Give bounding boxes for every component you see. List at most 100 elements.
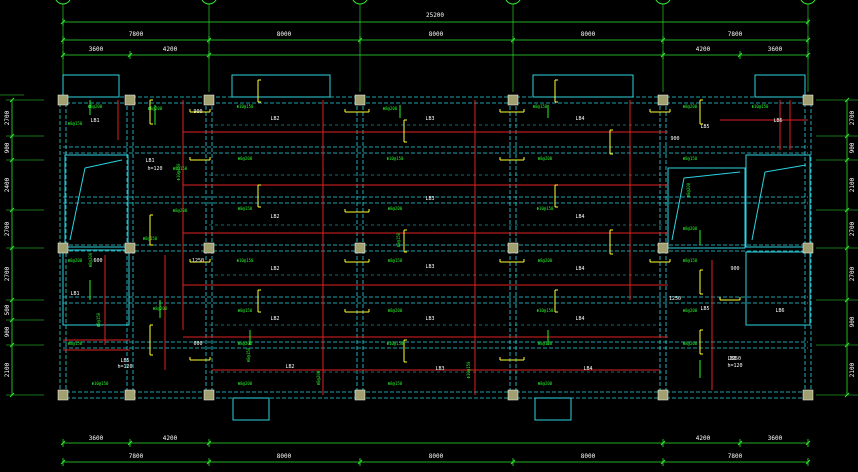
rebar-label: Φ8@150 [388,381,403,386]
rebar-label: Φ8@150 [68,121,83,126]
dim-text-vertical: 2100 [849,362,856,377]
rebar-label: Φ10@150 [752,104,769,109]
top-protrusion [754,74,806,98]
rebar-label: Φ8@150 [173,166,188,171]
column [657,242,669,254]
dim-slash [844,342,850,348]
rebar-label: Φ8@200 [316,370,321,385]
column [802,94,814,106]
dim-slash [9,157,15,163]
rebar-label: Φ8@150 [68,341,83,346]
dim-slash [206,37,212,43]
rebar-label: Φ8@150 [683,258,698,263]
rebar-label: Φ10@150 [387,156,404,161]
grid-bubble [655,0,671,5]
column [57,242,69,254]
dim-slash [805,52,811,58]
dim-text: 3600 [768,435,783,442]
dim-text-vertical: 2700 [849,266,856,281]
rebar-label: Φ8@200 [238,381,253,386]
dim-text: 3600 [89,435,104,442]
dim-slash [357,459,363,465]
dim-text: 4200 [696,46,711,53]
dim-text-vertical: 2100 [4,362,11,377]
note-value: 1250 [192,258,204,264]
grid-bubble [505,0,521,5]
dim-slash [60,37,66,43]
slab-label: LB3 [425,264,434,270]
dim-slash [660,440,666,446]
note-value: 600 [93,258,102,264]
column [124,94,136,106]
dim-slash [660,459,666,465]
rebar-label: Φ8@150 [246,347,251,362]
opening [745,251,811,326]
slab-label: LB2 [270,316,279,322]
dim-slash [844,133,850,139]
dim-text: 8000 [581,31,596,38]
column [802,389,814,401]
dim-slash [844,392,850,398]
column [657,389,669,401]
rebar-label: Φ8@150 [396,232,401,247]
slab-thickness-label: h=120 [727,363,742,369]
slab-label: LB4 [575,266,584,272]
dim-slash [844,297,850,303]
dim-slash [9,97,15,103]
column [57,94,69,106]
rebar-label: Φ8@200 [388,206,403,211]
rebar-label: Φ10@150 [237,258,254,263]
dim-text: 4200 [163,435,178,442]
dim-slash [805,19,811,25]
dim-text: 7800 [728,31,743,38]
dim-slash [737,52,743,58]
dim-slash [9,297,15,303]
dim-text-vertical: 2700 [4,221,11,236]
bottom-rebar-lines [63,100,808,395]
stair-diagonal [69,167,86,241]
note-value: 900 [193,109,202,115]
dim-slash [844,157,850,163]
grid-bubble [800,0,816,5]
note-value: 1250 [729,356,741,362]
dim-slash [510,459,516,465]
dim-text: 7800 [728,453,743,460]
rebar-label: Φ10@150 [387,341,404,346]
stair-diagonal [671,177,685,241]
rebar-label: Φ10@150 [237,104,254,109]
grid-bubble [352,0,368,5]
dim-text-vertical: 2400 [4,177,11,192]
dim-text-vertical: 900 [4,326,11,337]
dim-slash [9,342,15,348]
slab-label: LB2 [270,214,279,220]
dim-slash [805,459,811,465]
rebar-label: Φ8@200 [88,104,103,109]
slab-label: LB3 [435,366,444,372]
dim-slash [60,459,66,465]
dim-slash [60,440,66,446]
column [203,94,215,106]
dim-slash [660,52,666,58]
rebar-label: Φ8@200 [538,258,553,263]
dim-slash [206,459,212,465]
rebar-label: Φ8@200 [68,258,83,263]
column [507,94,519,106]
column [124,389,136,401]
dim-slash [60,52,66,58]
top-protrusion [231,74,331,98]
slab-label: LB1 [90,118,99,124]
rebar-label: Φ8@200 [683,308,698,313]
room-outline [62,249,130,326]
bottom-protrusion [232,397,270,421]
stair-diagonal [764,164,807,173]
rebar-label: Φ8@200 [683,226,698,231]
slab-label: LB2 [270,116,279,122]
column [57,389,69,401]
dim-slash [844,97,850,103]
note-value: 1250 [669,296,681,302]
stair-opening [64,154,129,248]
slab-label: LB5 [120,358,129,364]
